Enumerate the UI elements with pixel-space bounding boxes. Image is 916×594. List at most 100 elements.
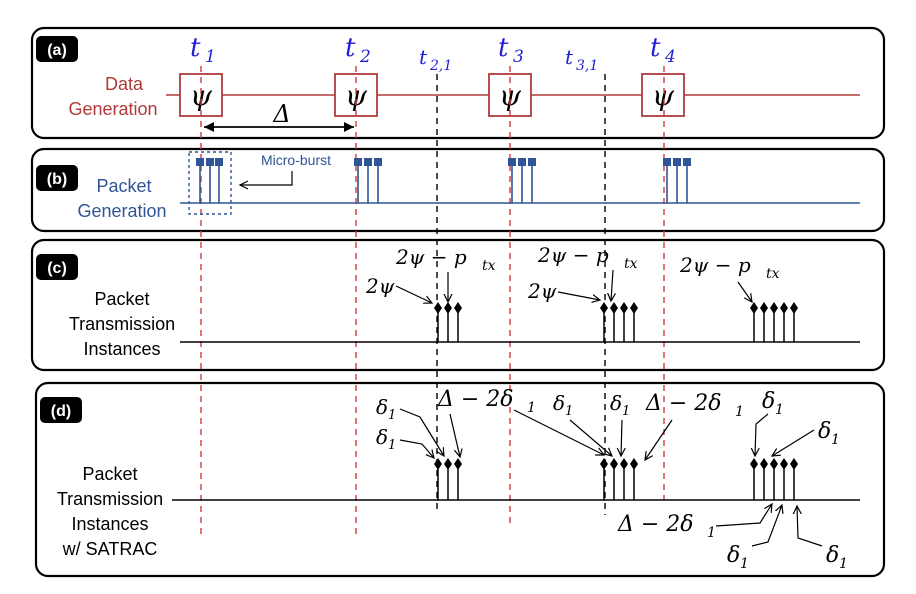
ann-d-delta1-top-2: δ 1: [553, 391, 612, 456]
microburst-pointer: [240, 171, 293, 185]
ann-d-delta1-mid-1-base: δ: [376, 425, 388, 449]
packet-stem-0-2: [215, 158, 223, 203]
microburst-box: [188, 151, 232, 215]
panel-c-frame: [30, 238, 886, 372]
ann-c-2psi-minus-2-text: 2ψ − p: [537, 243, 609, 267]
packet-stem-1-2: [374, 158, 382, 203]
badge-d: (d): [40, 397, 82, 423]
psi-symbol-1: ψ: [190, 79, 213, 112]
data-generation-label-2: Generation: [68, 99, 157, 119]
t4-sub: 4: [664, 47, 676, 67]
tx-stem-c-1-2: [620, 302, 628, 342]
tx-stem-d-1-0: [600, 458, 608, 500]
time-marker-t4: t 4: [650, 33, 676, 67]
ann-c-2psi-2: 2ψ: [527, 279, 600, 303]
ann-d-delta1-bottom-left: δ 1: [727, 505, 782, 572]
ann-c-2psi-minus-2: 2ψ − p tx: [537, 243, 638, 301]
ann-d-delta1-top-1-sub: 1: [388, 408, 396, 423]
microburst-stems: [196, 158, 691, 203]
tx-stem-d-1-3: [630, 458, 638, 500]
t2-base: t: [345, 33, 356, 63]
t21-base: t: [419, 45, 428, 69]
ann-d-delta-minus-3-base: Δ − 2δ: [617, 512, 694, 537]
tx-stem-d-2-3: [780, 458, 788, 500]
ann-c-ptx-sub-3: tx: [766, 266, 780, 282]
ann-c-2psi-minus-1-text: 2ψ − p: [395, 245, 467, 269]
ann-d-delta1-right-4-base: δ: [818, 419, 831, 444]
ann-d-delta1-top-3-sub: 1: [622, 404, 630, 419]
ann-d-delta1-top-4-sub: 1: [775, 402, 784, 418]
tx-stem-c-2-2: [770, 302, 778, 342]
ann-d-delta1-bottom-left-sub: 1: [740, 556, 749, 572]
ann-d-delta1-top-2-sub: 1: [565, 404, 573, 419]
psi-symbol-2: ψ: [345, 79, 368, 112]
ann-d-delta-minus-3: Δ − 2δ 1: [617, 504, 772, 541]
ann-d-delta1-top-3: δ 1: [610, 391, 630, 456]
tx-stem-c-0-2: [454, 302, 462, 342]
badge-a-text: (a): [47, 42, 67, 59]
time-marker-t1: t 1: [190, 33, 216, 67]
packet-stem-2-2: [528, 158, 536, 203]
ann-c-2psi-minus-1: 2ψ − p tx: [395, 245, 496, 302]
satrac-label-1: Packet: [82, 464, 137, 484]
tx-stem-d-2-2: [770, 458, 778, 500]
ann-d-delta1-right-4: δ 1: [772, 419, 840, 456]
tx-stem-c-2-3: [780, 302, 788, 342]
ann-c-2psi-1-text: 2ψ: [365, 274, 395, 298]
pti-label-1: Packet: [94, 289, 149, 309]
ann-d-delta1-top-3-base: δ: [610, 391, 622, 415]
ann-d-delta1-top-4-base: δ: [762, 389, 775, 414]
ann-d-delta1-top-1: δ 1: [376, 395, 444, 456]
transmission-stems-c: [434, 302, 798, 342]
panel-b-frame: [30, 147, 886, 233]
t3-base: t: [498, 33, 509, 63]
t4-base: t: [650, 33, 661, 63]
tx-stem-c-1-3: [630, 302, 638, 342]
ann-d-delta1-right-4-sub: 1: [831, 432, 840, 448]
tx-stem-c-2-1: [760, 302, 768, 342]
tx-stem-d-0-2: [454, 458, 462, 500]
ann-d-delta-minus-1-base: Δ − 2δ: [437, 387, 514, 412]
tx-stem-d-2-0: [750, 458, 758, 500]
ann-d-delta1-top-4: δ 1: [755, 389, 784, 456]
packet-generation-label-2: Generation: [77, 201, 166, 221]
ann-c-2psi-1: 2ψ: [365, 274, 432, 303]
tx-stem-d-2-1: [760, 458, 768, 500]
packet-stem-2-0: [508, 158, 516, 203]
tx-stem-c-0-0: [434, 302, 442, 342]
tx-stem-c-2-0: [750, 302, 758, 342]
tx-stem-d-0-0: [434, 458, 442, 500]
tx-stem-c-1-0: [600, 302, 608, 342]
ann-d-delta1-bottom-left-base: δ: [727, 543, 740, 568]
t21-sub: 2,1: [429, 58, 452, 74]
time-marker-t31: t 3,1: [565, 45, 598, 74]
ann-d-delta-minus-2b: Δ − 2δ 1: [645, 391, 744, 460]
tx-stem-d-1-2: [620, 458, 628, 500]
packet-stem-3-0: [663, 158, 671, 203]
panel-a-frame: [30, 26, 886, 140]
ann-d-delta1-top-1-base: δ: [376, 395, 388, 419]
packet-stem-0-0: [196, 158, 204, 203]
ann-d-delta1-bottom-right-sub: 1: [839, 556, 848, 572]
pti-label-2: Transmission: [69, 314, 175, 334]
pti-label-3: Instances: [83, 339, 160, 359]
ann-d-delta1-mid-1-sub: 1: [388, 438, 396, 453]
ann-d-delta-minus-2-base: Δ − 2δ: [645, 391, 722, 416]
packet-stem-1-1: [364, 158, 372, 203]
badge-c: (c): [36, 254, 78, 280]
packet-generation-label-1: Packet: [96, 176, 151, 196]
ann-c-2psi-minus-3: 2ψ − p tx: [679, 253, 780, 302]
ann-d-delta1-bottom-right: δ 1: [797, 506, 848, 572]
packet-stem-3-2: [683, 158, 691, 203]
time-marker-t3: t 3: [498, 33, 524, 67]
ann-c-ptx-sub-2: tx: [624, 256, 638, 272]
badge-d-text: (d): [51, 403, 71, 420]
ann-c-2psi-minus-3-text: 2ψ − p: [679, 253, 751, 277]
packet-stem-1-0: [354, 158, 362, 203]
packet-stem-0-1: [206, 158, 214, 203]
t3-sub: 3: [513, 47, 524, 67]
badge-b-text: (b): [47, 171, 67, 188]
ann-d-delta1-mid-1: δ 1: [376, 425, 434, 458]
psi-symbol-4: ψ: [652, 79, 675, 112]
